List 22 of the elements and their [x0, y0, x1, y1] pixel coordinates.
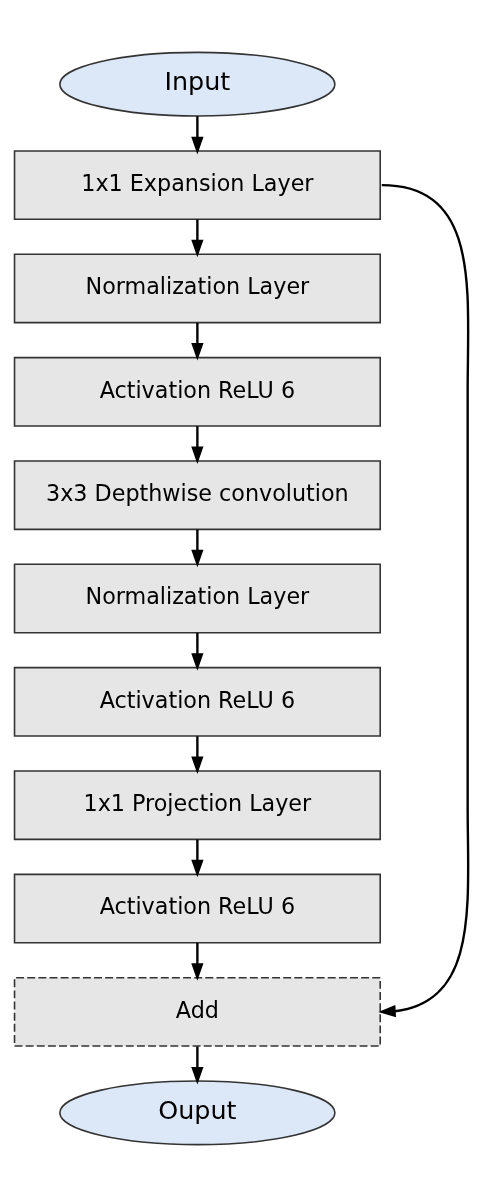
- node-ellipse: Ouput: [59, 1080, 336, 1146]
- node-box: Normalization Layer: [13, 253, 381, 324]
- node-box: 1x1 Projection Layer: [13, 770, 381, 841]
- node-ellipse: Input: [59, 51, 336, 117]
- node-box: Add: [13, 976, 381, 1047]
- node-box: 3x3 Depthwise convolution: [13, 460, 381, 531]
- arrow: [191, 426, 204, 464]
- arrow: [191, 116, 204, 155]
- node-box: Activation ReLU 6: [13, 873, 381, 944]
- arrow: [191, 942, 204, 981]
- node-box: Normalization Layer: [13, 563, 381, 634]
- node-box: 1x1 Expansion Layer: [13, 150, 381, 221]
- arrow: [191, 219, 204, 258]
- arrow: [191, 322, 204, 361]
- arrow: [378, 183, 470, 1018]
- arrow: [191, 632, 204, 671]
- arrow: [191, 736, 204, 774]
- arrow: [191, 1046, 204, 1085]
- node-box: Activation ReLU 6: [13, 356, 381, 427]
- arrow: [191, 529, 204, 568]
- node-box: Activation ReLU 6: [13, 666, 381, 737]
- arrow: [191, 839, 204, 878]
